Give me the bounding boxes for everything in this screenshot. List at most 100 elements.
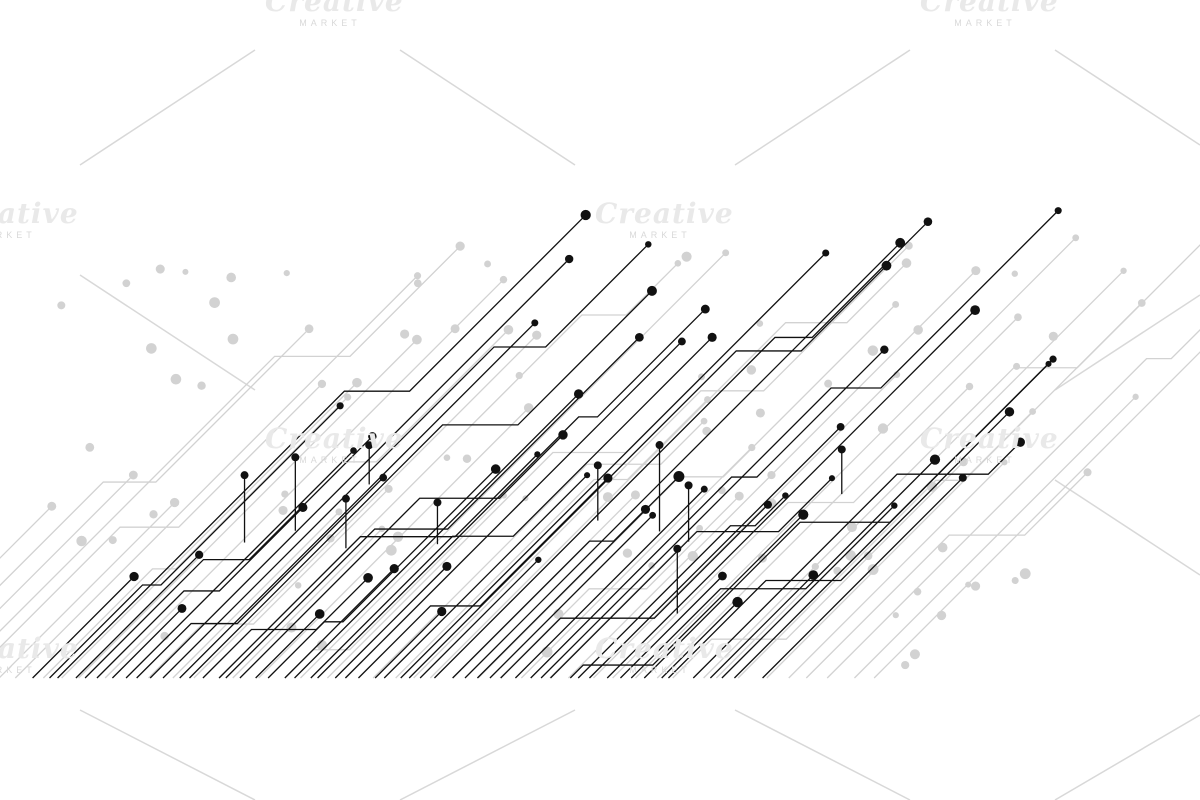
light-trace — [656, 316, 1019, 679]
dark-node — [891, 502, 898, 509]
light-node — [1011, 577, 1019, 585]
dark-node — [379, 473, 388, 482]
light-node — [226, 272, 236, 283]
dark-node — [573, 389, 584, 399]
dark-trace — [334, 565, 448, 679]
dark-trace — [630, 459, 936, 679]
dark-trace — [218, 453, 538, 679]
dark-node — [880, 345, 889, 354]
dark-trace — [294, 393, 580, 679]
light-node — [1011, 270, 1018, 277]
light-trace — [104, 279, 504, 679]
dark-node — [1004, 407, 1015, 417]
light-node — [515, 371, 523, 380]
dark-trace — [433, 221, 929, 679]
light-node — [704, 396, 711, 404]
light-trace — [672, 461, 964, 679]
light-node — [108, 536, 117, 545]
light-node — [1072, 234, 1080, 242]
dark-trace — [374, 610, 443, 679]
light-node — [85, 442, 95, 452]
dark-trace — [606, 309, 976, 679]
light-trace — [61, 382, 358, 679]
dark-node — [649, 511, 657, 519]
dark-trace — [111, 607, 183, 679]
dark-trace — [136, 477, 384, 679]
dark-node — [535, 556, 542, 563]
light-node — [122, 279, 131, 288]
dark-node — [129, 571, 139, 582]
light-trace — [300, 252, 727, 679]
dark-node — [177, 603, 187, 613]
light-node — [1014, 313, 1022, 322]
light-node — [1120, 267, 1127, 274]
light-node — [317, 379, 327, 389]
light-trace — [805, 471, 1089, 679]
dark-node — [534, 451, 541, 458]
light-node — [57, 301, 66, 310]
light-node — [400, 329, 410, 339]
light-node — [499, 275, 508, 284]
dark-trace — [667, 411, 1010, 679]
dark-node — [645, 241, 652, 248]
dark-trace — [125, 450, 354, 679]
dark-node — [389, 564, 399, 574]
dark-node — [363, 572, 373, 583]
dark-trace — [489, 514, 654, 679]
dark-node — [558, 430, 568, 440]
dark-node — [291, 453, 300, 462]
dark-trace — [344, 341, 683, 679]
dark-node — [640, 504, 651, 514]
dark-node — [895, 237, 906, 248]
light-node — [1029, 408, 1037, 415]
light-trace — [0, 502, 176, 679]
light-node — [484, 260, 491, 268]
light-node — [846, 522, 857, 533]
dark-trace — [721, 505, 895, 679]
dark-node — [881, 260, 892, 271]
light-node — [294, 582, 302, 589]
dark-node — [531, 319, 539, 327]
dark-node — [593, 461, 602, 470]
dark-node — [929, 454, 941, 465]
light-node — [630, 490, 640, 500]
dark-trace — [550, 477, 833, 679]
light-node — [734, 491, 744, 501]
light-node — [687, 550, 699, 562]
light-node — [155, 264, 165, 274]
light-node — [757, 553, 767, 563]
light-node — [352, 377, 362, 388]
dark-node — [655, 441, 664, 450]
dark-node — [1049, 355, 1057, 363]
light-node — [283, 269, 290, 277]
light-node — [674, 260, 682, 267]
light-node — [748, 443, 756, 452]
dark-node — [808, 570, 819, 580]
light-node — [503, 324, 514, 335]
dark-node — [490, 464, 501, 474]
dark-node — [314, 609, 325, 619]
dark-node — [341, 494, 350, 503]
dark-node — [365, 441, 374, 450]
light-node — [182, 268, 189, 275]
light-node — [746, 365, 757, 375]
light-node — [913, 587, 922, 596]
dark-trace — [408, 265, 887, 679]
light-node — [443, 454, 451, 461]
dark-trace — [239, 434, 564, 679]
light-node — [326, 534, 335, 543]
light-node — [811, 563, 819, 571]
dark-trace — [357, 477, 609, 679]
dark-trace — [569, 514, 804, 679]
light-node — [160, 631, 169, 641]
light-trace — [0, 328, 310, 587]
light-node — [892, 300, 900, 308]
dark-node — [584, 472, 591, 479]
dark-trace — [84, 435, 373, 679]
dark-node — [437, 606, 447, 617]
light-node — [278, 505, 288, 515]
light-trace — [232, 528, 383, 679]
dark-node — [673, 544, 682, 553]
light-node — [128, 470, 138, 480]
circuit-foreground-traces — [32, 210, 1059, 679]
